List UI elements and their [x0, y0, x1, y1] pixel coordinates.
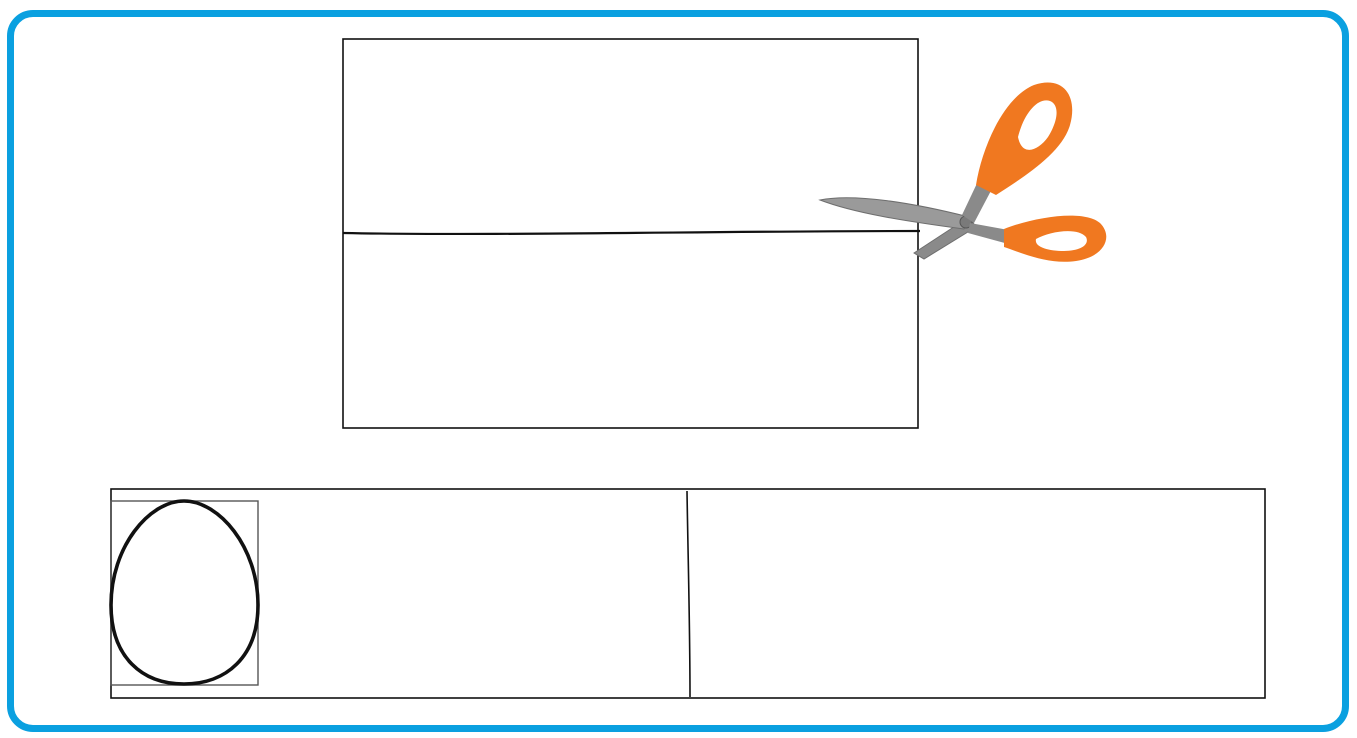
worksheet-frame — [7, 10, 1349, 732]
scissors-lower-handle — [1004, 216, 1106, 262]
scissors-upper-handle — [976, 83, 1072, 195]
top-paper-figure — [343, 39, 920, 428]
bottom-paper-figure — [111, 489, 1265, 698]
worksheet-canvas — [14, 17, 1349, 732]
